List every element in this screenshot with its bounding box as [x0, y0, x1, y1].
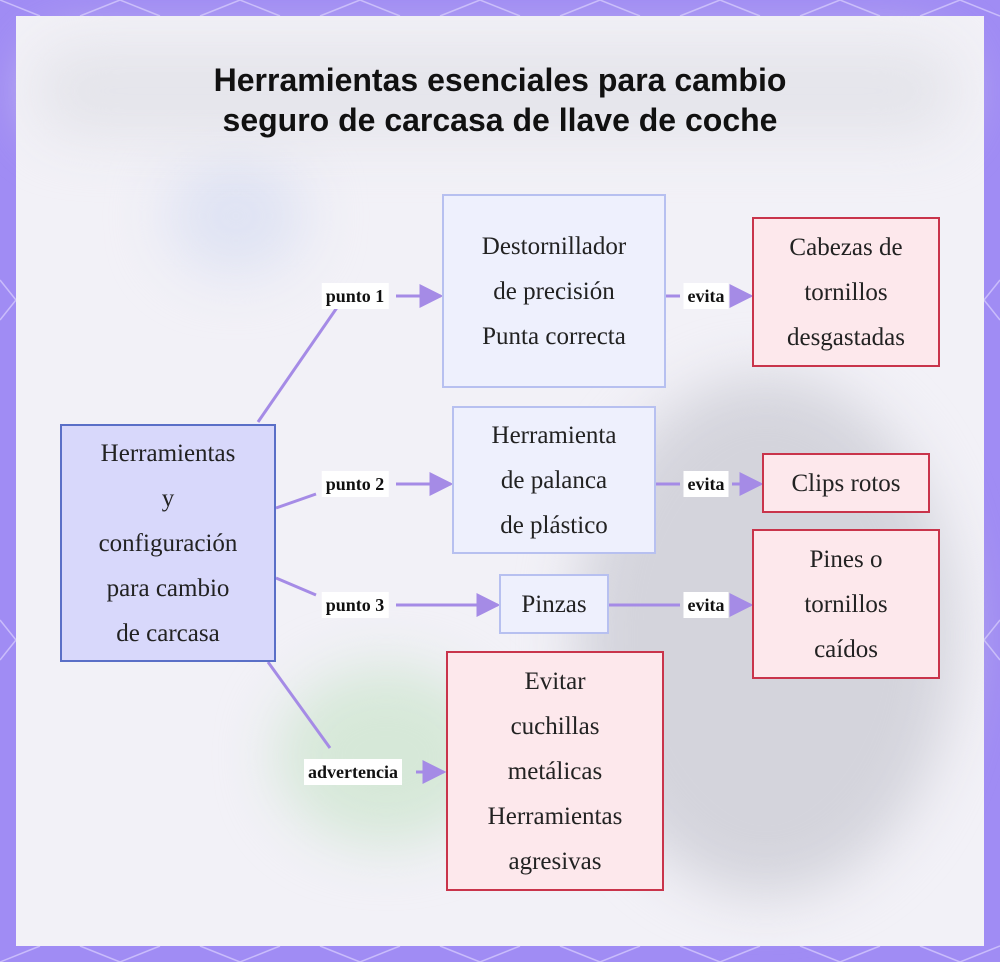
risk-line: tornillos — [804, 590, 888, 618]
risk-line: tornillos — [804, 278, 888, 306]
root-line: de carcasa — [116, 619, 220, 647]
root-line: y — [161, 484, 175, 512]
root-line: Herramientas — [100, 439, 236, 467]
background-blur — [36, 46, 956, 136]
tool-line: de plástico — [500, 511, 608, 539]
edge-root-step3 — [275, 576, 317, 597]
edge-root-step2 — [275, 492, 317, 510]
warning-line: Herramientas — [487, 802, 623, 830]
edge-label-avoids-1: evita — [683, 283, 729, 309]
risk-node-dropped-pins: Pines o tornillos caídos — [752, 529, 940, 679]
tool-line: de precisión — [493, 277, 615, 305]
risk-line: Pines o — [809, 545, 883, 573]
edge-label-avoids-3: evita — [683, 592, 729, 618]
warning-line: Evitar — [524, 667, 586, 695]
diagram-title: Herramientas esenciales para cambio segu… — [100, 60, 900, 140]
risk-line: Cabezas de — [789, 233, 903, 261]
root-node: Herramientas y configuración para cambio… — [60, 424, 276, 662]
tool-node-plastic-pry-tool: Herramienta de palanca de plástico — [452, 406, 656, 554]
warning-line: cuchillas — [510, 712, 600, 740]
tool-line: de palanca — [500, 466, 608, 494]
edge-label-warning: advertencia — [304, 759, 402, 785]
risk-line: Clips rotos — [791, 469, 901, 497]
edge-label-step2: punto 2 — [321, 471, 389, 497]
risk-node-stripped-screws: Cabezas de tornillos desgastadas — [752, 217, 940, 367]
title-line-2: seguro de carcasa de llave de coche — [222, 102, 778, 138]
title-line-1: Herramientas esenciales para cambio — [213, 62, 787, 98]
tool-line: Destornillador — [481, 232, 627, 260]
edge-label-step3: punto 3 — [321, 592, 389, 618]
edge-label-avoids-2: evita — [683, 471, 729, 497]
risk-line: desgastadas — [786, 323, 906, 351]
warning-node: Evitar cuchillas metálicas Herramientas … — [446, 651, 664, 891]
edge-root-warning — [266, 661, 332, 749]
edge-root-step1 — [256, 295, 347, 423]
tool-node-precision-screwdriver: Destornillador de precisión Punta correc… — [442, 194, 666, 388]
warning-line: metálicas — [507, 757, 603, 785]
risk-node-broken-clips: Clips rotos — [762, 453, 930, 513]
root-line: configuración — [98, 529, 238, 557]
risk-line: caídos — [814, 635, 878, 663]
tool-line: Punta correcta — [482, 322, 626, 350]
edge-label-step1: punto 1 — [321, 283, 389, 309]
background-blur — [166, 156, 306, 276]
tool-line: Pinzas — [521, 590, 587, 618]
tool-node-tweezers: Pinzas — [499, 574, 609, 634]
tool-line: Herramienta — [491, 421, 617, 449]
root-line: para cambio — [106, 574, 230, 602]
warning-line: agresivas — [508, 847, 602, 875]
